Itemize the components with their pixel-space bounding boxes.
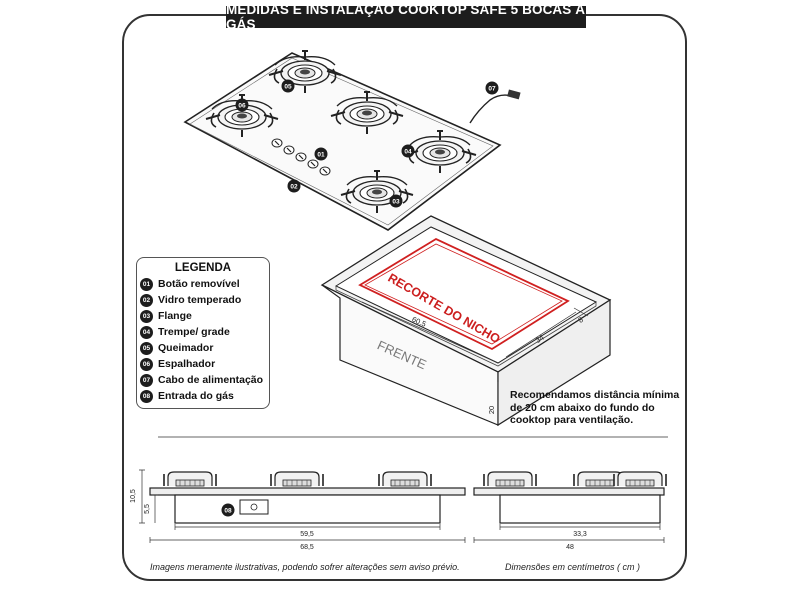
knob-3 (295, 152, 307, 162)
legend-label: Flange (158, 310, 192, 322)
disclaimer-text: Imagens meramente ilustrativas, podendo … (150, 562, 460, 572)
legend-label: Cabo de alimentação (158, 374, 264, 386)
dim-depth: 34 (534, 333, 546, 345)
legend-item: 07 Cabo de alimentação (137, 372, 269, 388)
dim-height: 20 (487, 406, 496, 414)
power-cable (469, 94, 513, 124)
legend-badge: 07 (140, 373, 153, 387)
legend-list: 01 Botão removível 02 Vidro temperado 03 Fl… (137, 276, 269, 404)
legend-badge: 03 (140, 309, 153, 323)
svg-text:02: 02 (290, 184, 298, 191)
legend-item: 01 Botão removível (137, 276, 269, 292)
dim-margin: 8 (577, 315, 585, 325)
knob-1 (271, 138, 283, 148)
callout-07: 07 (485, 81, 499, 95)
callout-03: 03 (389, 194, 403, 208)
cooktop-top-view (183, 50, 521, 231)
callout-05: 05 (281, 79, 295, 93)
callout-01: 01 (314, 147, 328, 161)
dim-side-depth-total: 48 (566, 544, 574, 551)
legend-box: LEGENDA 01 Botão removível 02 Vidro temper… (136, 257, 270, 409)
legend-label: Queimador (158, 342, 214, 354)
callout-04: 04 (401, 144, 415, 158)
callout-08: 08 (221, 503, 235, 517)
dim-side-depth-inner: 33,3 (573, 531, 587, 538)
front-elevation-view: 08 10,5 5,5 59,5 68,5 (130, 469, 466, 551)
dim-front-width-inner: 59,5 (300, 531, 314, 538)
dim-front-width-total: 68,5 (300, 544, 314, 551)
legend-label: Trempe/ grade (158, 326, 230, 338)
legend-label: Vidro temperado (158, 294, 242, 306)
svg-text:01: 01 (317, 152, 325, 159)
legend-item: 02 Vidro temperado (137, 292, 269, 308)
legend-badge: 02 (140, 293, 153, 307)
legend-item: 06 Espalhador (137, 356, 269, 372)
svg-text:06: 06 (238, 103, 246, 110)
legend-title: LEGENDA (174, 262, 232, 274)
legend-item: 03 Flange (137, 308, 269, 324)
legend-item: 04 Trempe/ grade (137, 324, 269, 340)
legend-badge: 04 (140, 325, 153, 339)
page-title: MEDIDAS E INSTALAÇÃO COOKTOP SAFE 5 BOCA… (226, 2, 586, 32)
callout-02: 02 (287, 179, 301, 193)
niche-cutout-view: RECORTE DO NICHO FRENTE 60,5 34 8 20 (320, 215, 612, 427)
svg-text:07: 07 (488, 86, 496, 93)
legend-label: Entrada do gás (158, 390, 234, 402)
legend-badge: 06 (140, 357, 153, 371)
side-elevation-view: 33,3 48 (473, 471, 667, 551)
dim-front-height-total: 10,5 (130, 489, 137, 503)
power-plug-icon (507, 89, 521, 100)
legend-label: Espalhador (158, 358, 216, 370)
legend-badge: 08 (140, 389, 153, 403)
dim-front-height-body: 5,5 (144, 504, 151, 514)
legend-label: Botão removível (158, 278, 240, 290)
knob-2 (283, 145, 295, 155)
svg-text:08: 08 (224, 508, 232, 515)
knob-4 (307, 159, 319, 169)
svg-text:04: 04 (404, 149, 412, 156)
svg-text:03: 03 (392, 199, 400, 206)
legend-item: 08 Entrada do gás (137, 388, 269, 404)
knob-5 (319, 166, 331, 176)
legend-badge: 05 (140, 341, 153, 355)
svg-text:05: 05 (284, 84, 292, 91)
legend-badge: 01 (140, 277, 153, 291)
callout-06: 06 (235, 98, 249, 112)
ventilation-note: Recomendamos distância mínima de 20 cm a… (510, 389, 680, 426)
units-note: Dimensões em centímetros ( cm ) (505, 562, 641, 572)
legend-item: 05 Queimador (137, 340, 269, 356)
